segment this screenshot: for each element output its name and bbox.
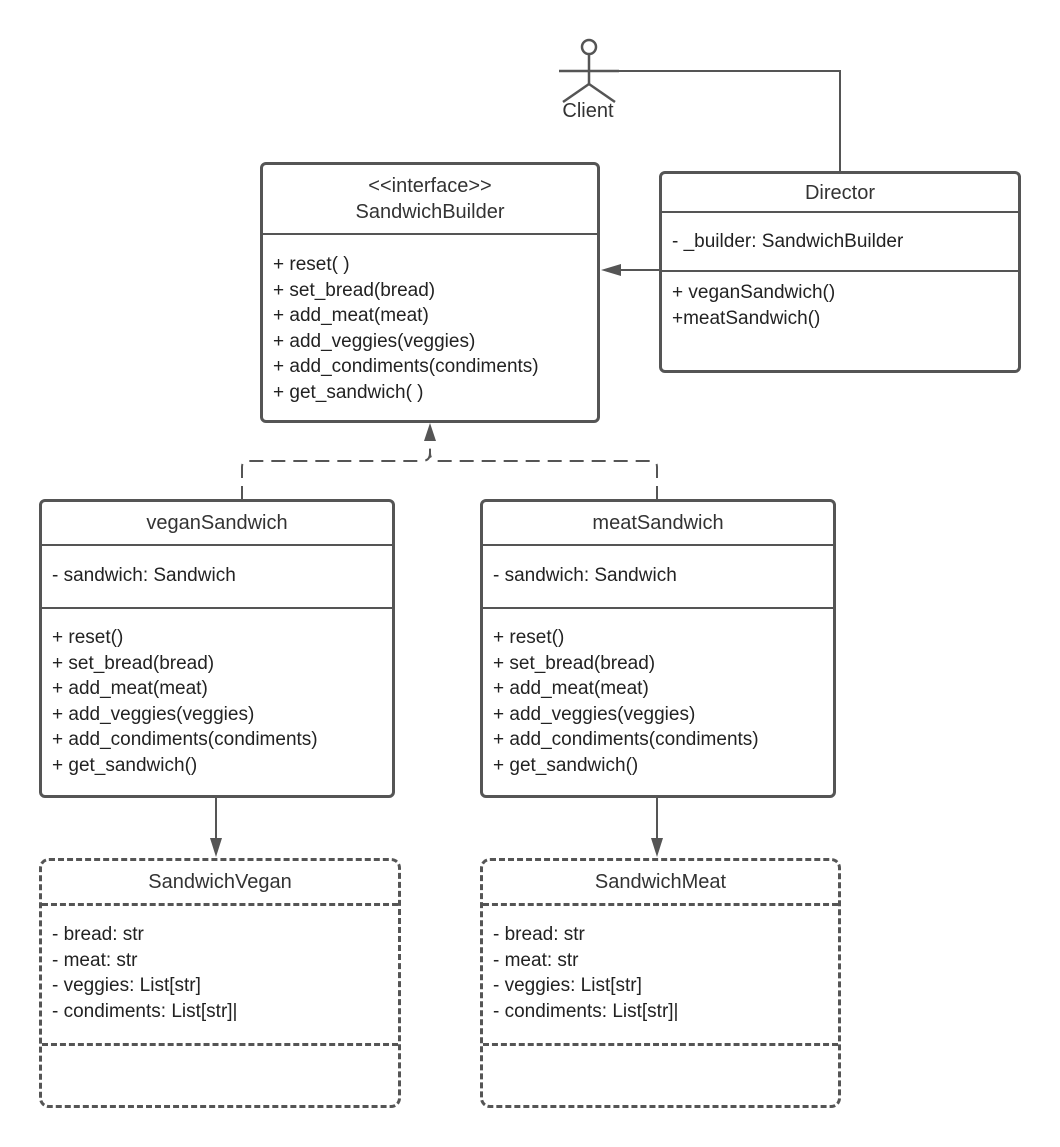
method: + set_bread(bread)	[493, 652, 656, 674]
method: + add_veggies(veggies)	[273, 330, 476, 352]
method: + add_condiments(condiments)	[273, 356, 539, 377]
meat-product-name: SandwichMeat	[594, 871, 727, 893]
vegan-builder-name: veganSandwich	[146, 512, 288, 534]
method: + add_meat(meat)	[52, 678, 208, 699]
method: + get_sandwich()	[52, 754, 198, 776]
interface-methods: + reset( ) + set_bread(bread) + add_meat…	[263, 233, 597, 405]
method: + add_condiments(condiments)	[493, 729, 759, 750]
director-builder-arrowhead	[601, 264, 621, 276]
vegan-realization-line	[241, 440, 431, 500]
method: + add_veggies(veggies)	[52, 703, 255, 725]
director-name: Director	[804, 181, 875, 204]
sandwich-vegan-product-class: SandwichVegan - bread: str - meat: str -…	[39, 858, 401, 1108]
attribute: - bread: str	[52, 924, 144, 945]
meat-product-methods	[483, 1043, 838, 1103]
method: + add_condiments(condiments)	[52, 729, 318, 750]
attribute: - veggies: List[str]	[493, 975, 642, 996]
sandwich-meat-product-class: SandwichMeat - bread: str - meat: str - …	[480, 858, 841, 1108]
meat-builder-product-arrowhead	[651, 838, 663, 857]
meat-sandwich-builder-class: meatSandwich - sandwich: Sandwich + rese…	[480, 499, 836, 798]
interface-stereotype: <<interface>>	[368, 175, 492, 197]
vegan-builder-methods: + reset() + set_bread(bread) + add_meat(…	[42, 607, 392, 778]
attribute: - sandwich: Sandwich	[493, 565, 677, 586]
method: + set_bread(bread)	[273, 279, 436, 301]
vegan-builder-attributes: - sandwich: Sandwich	[42, 544, 392, 607]
vegan-product-name: SandwichVegan	[148, 871, 292, 893]
attribute: - meat: str	[52, 949, 138, 971]
method: + get_sandwich()	[493, 754, 639, 776]
vegan-product-methods	[42, 1043, 398, 1103]
realization-arrowhead	[424, 423, 436, 441]
method: + veganSandwich()	[672, 282, 836, 303]
director-class: Director - _builder: SandwichBuilder + v…	[659, 171, 1021, 373]
vegan-product-attributes: - bread: str - meat: str - veggies: List…	[42, 903, 398, 1043]
method: +meatSandwich()	[672, 307, 821, 329]
interface-name-compartment: <<interface>> SandwichBuilder	[263, 165, 597, 233]
meat-builder-attributes: - sandwich: Sandwich	[483, 544, 833, 607]
meat-builder-name-compartment: meatSandwich	[483, 502, 833, 544]
client-label: Client	[562, 100, 614, 122]
vegan-product-name-compartment: SandwichVegan	[42, 861, 398, 903]
vegan-sandwich-builder-class: veganSandwich - sandwich: Sandwich + res…	[39, 499, 395, 798]
method: + reset()	[493, 627, 565, 648]
director-name-compartment: Director	[662, 174, 1018, 211]
attribute: - meat: str	[493, 949, 579, 971]
method: + add_meat(meat)	[273, 305, 429, 326]
attribute: - veggies: List[str]	[52, 975, 201, 996]
meat-builder-name: meatSandwich	[592, 512, 724, 534]
sandwich-builder-interface: <<interface>> SandwichBuilder + reset( )…	[260, 162, 600, 423]
method: + reset()	[52, 627, 124, 648]
method: + reset( )	[273, 254, 350, 275]
meat-product-attributes: - bread: str - meat: str - veggies: List…	[483, 903, 838, 1043]
vegan-builder-name-compartment: veganSandwich	[42, 502, 392, 544]
director-methods: + veganSandwich() +meatSandwich()	[662, 270, 1018, 331]
interface-name: SandwichBuilder	[355, 201, 505, 223]
attribute: - _builder: SandwichBuilder	[672, 231, 904, 252]
method: + get_sandwich( )	[273, 381, 424, 403]
meat-builder-methods: + reset() + set_bread(bread) + add_meat(…	[483, 607, 833, 778]
client-director-association	[606, 70, 841, 172]
method: + set_bread(bread)	[52, 652, 215, 674]
client-actor-icon	[559, 38, 619, 104]
director-attributes: - _builder: SandwichBuilder	[662, 211, 1018, 270]
meat-product-name-compartment: SandwichMeat	[483, 861, 838, 903]
attribute: - bread: str	[493, 924, 585, 945]
meat-realization-line	[429, 452, 658, 500]
method: + add_meat(meat)	[493, 678, 649, 699]
attribute: - condiments: List[str]|	[493, 1000, 679, 1022]
method: + add_veggies(veggies)	[493, 703, 696, 725]
vegan-builder-product-arrowhead	[210, 838, 222, 857]
attribute: - condiments: List[str]|	[52, 1000, 238, 1022]
attribute: - sandwich: Sandwich	[52, 565, 236, 586]
